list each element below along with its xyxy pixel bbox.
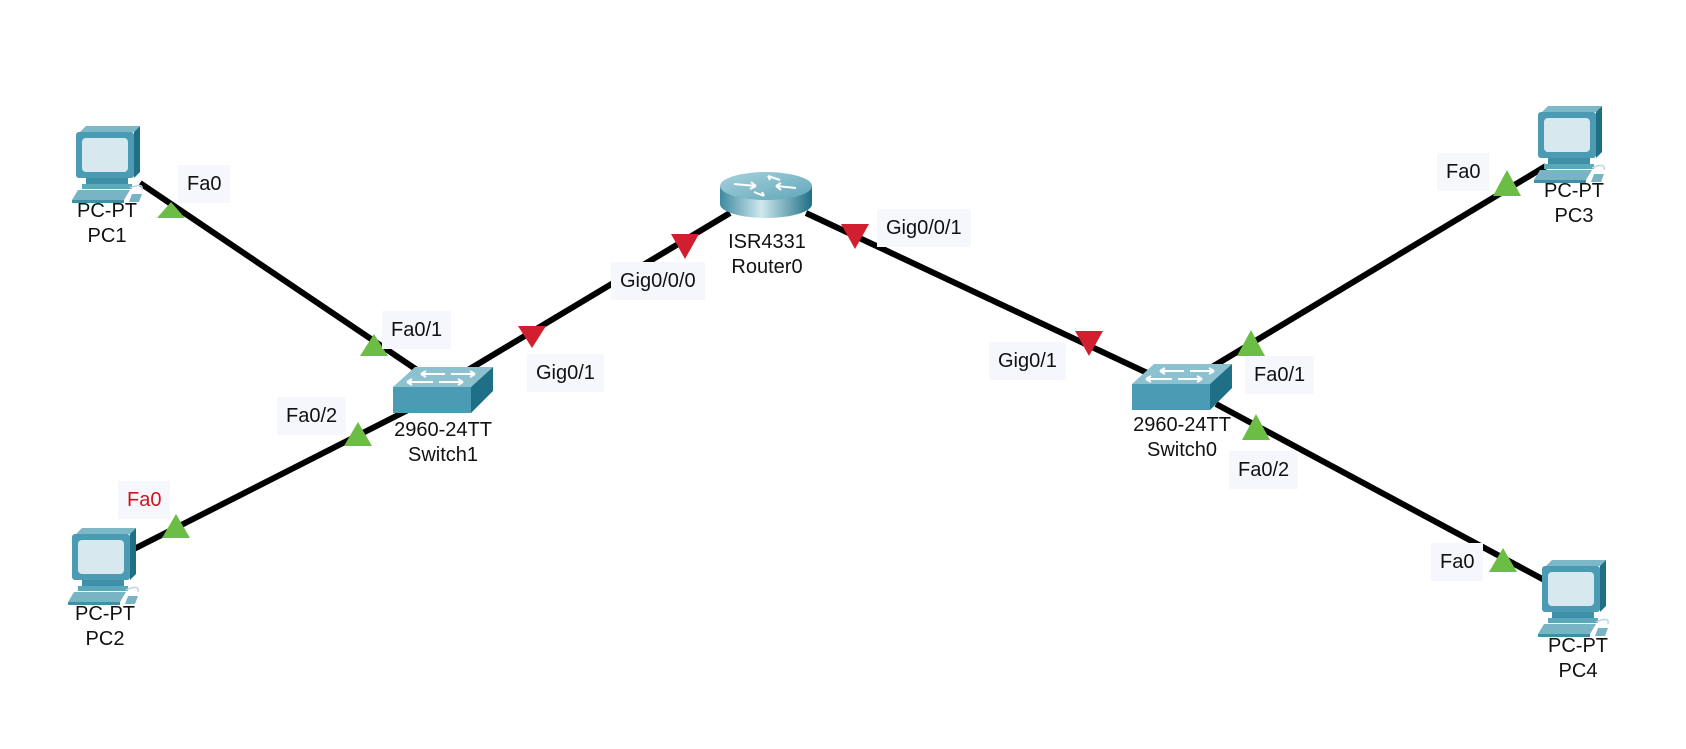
port-up-icon	[344, 422, 372, 446]
router0-icon[interactable]	[719, 171, 813, 219]
port-down-icon	[671, 234, 699, 259]
device-label-pc3: PC-PT PC3	[1544, 179, 1604, 229]
port-up-icon	[1493, 170, 1521, 196]
port-label-switch1-fa0-1: Fa0/1	[382, 311, 452, 349]
port-down-icon	[1075, 331, 1103, 356]
links	[132, 163, 1550, 585]
port-label-pc1-fa0: Fa0	[178, 165, 231, 203]
pc3-icon[interactable]	[1533, 105, 1605, 184]
device-model: 2960-24TT	[394, 419, 492, 441]
pc4-icon[interactable]	[1537, 559, 1609, 638]
port-label-switch1-fa0-2: Fa0/2	[277, 397, 347, 435]
port-indicators	[157, 170, 1521, 572]
link-switch0-pc4[interactable]	[1214, 401, 1550, 585]
device-model: PC-PT	[1544, 180, 1604, 202]
device-model: ISR4331	[728, 231, 806, 253]
port-down-icon	[518, 326, 546, 348]
port-down-icon	[841, 224, 869, 249]
device-label-pc1: PC-PT PC1	[77, 199, 137, 249]
device-model: PC-PT	[75, 603, 135, 625]
port-label-router0-gig0-0-1: Gig0/0/1	[877, 209, 971, 247]
device-label-router0: ISR4331 Router0	[728, 230, 806, 280]
port-label-router0-gig0-0-0: Gig0/0/0	[611, 262, 705, 300]
device-model: PC-PT	[77, 200, 137, 222]
port-up-icon	[360, 334, 388, 356]
device-name: Switch0	[1146, 439, 1218, 461]
switch1-icon[interactable]	[392, 366, 494, 414]
port-label-switch0-fa0-1: Fa0/1	[1245, 356, 1315, 394]
device-label-pc2: PC-PT PC2	[75, 602, 135, 652]
device-label-switch0: 2960-24TT Switch0	[1133, 413, 1231, 463]
port-label-pc2-fa0: Fa0	[118, 481, 171, 519]
device-label-pc4: PC-PT PC4	[1548, 634, 1608, 684]
port-label-switch0-fa0-2: Fa0/2	[1229, 451, 1299, 489]
link-switch0-pc3[interactable]	[1210, 163, 1548, 370]
device-name: Router0	[731, 256, 803, 278]
port-up-icon	[162, 514, 190, 538]
device-name: PC2	[85, 628, 125, 650]
device-name: Switch1	[407, 444, 479, 466]
device-label-switch1: 2960-24TT Switch1	[394, 418, 492, 468]
port-up-icon	[1242, 414, 1270, 440]
port-up-icon	[157, 202, 185, 218]
device-name: PC1	[87, 225, 127, 247]
port-up-icon	[1489, 548, 1517, 572]
device-model: PC-PT	[1548, 635, 1608, 657]
pc1-icon[interactable]	[71, 125, 143, 204]
port-label-switch0-gig0-1: Gig0/1	[989, 342, 1066, 380]
port-up-icon	[1237, 330, 1265, 356]
device-model: 2960-24TT	[1133, 414, 1231, 436]
port-label-pc4-fa0: Fa0	[1431, 543, 1484, 581]
pc2-icon[interactable]	[67, 527, 139, 606]
device-name: PC4	[1558, 660, 1598, 682]
port-label-pc3-fa0: Fa0	[1437, 153, 1490, 191]
device-name: PC3	[1554, 205, 1594, 227]
link-router0-switch0[interactable]	[804, 210, 1160, 381]
port-label-switch1-gig0-1: Gig0/1	[527, 354, 604, 392]
